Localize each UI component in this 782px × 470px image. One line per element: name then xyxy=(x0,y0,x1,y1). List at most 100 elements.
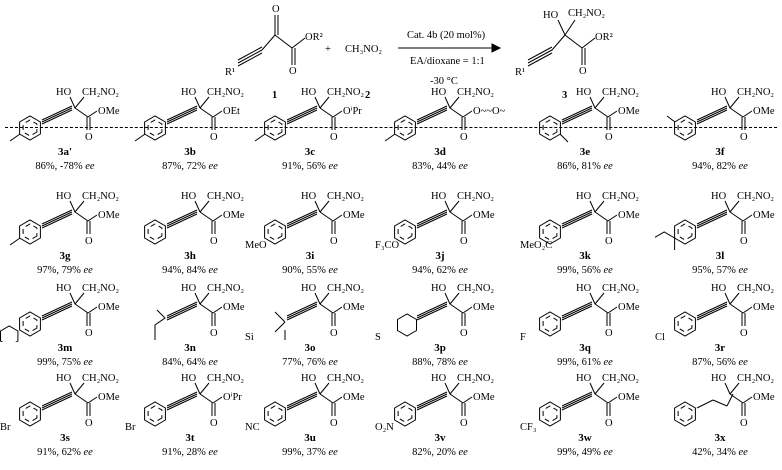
compound-label: 3l xyxy=(715,250,725,262)
carbonyl-o: O xyxy=(330,236,338,247)
yield-value: 99%, 75% xyxy=(37,357,84,368)
ester-label: O~~O~ xyxy=(473,106,505,117)
nitromethyl-label: CH₂NO₂ xyxy=(457,373,494,384)
yield-ee: 91%, 56% ee xyxy=(245,161,375,172)
benzene-ring xyxy=(394,219,416,245)
nitromethane: CH₃NO₂ xyxy=(345,44,382,55)
carbonyl-o: O xyxy=(330,328,338,339)
substituent-label: Cl xyxy=(655,332,665,342)
ester-label: OMe xyxy=(753,302,775,313)
hydroxy-label: HO xyxy=(56,283,72,294)
compound-label: 3a' xyxy=(57,146,73,158)
nitromethyl-label: CH₂NO₂ xyxy=(82,283,119,294)
carbonyl-o: O xyxy=(210,132,218,143)
substituent-label: F xyxy=(520,332,526,342)
nitromethyl-label: CH₂NO₂ xyxy=(207,283,244,294)
benzene-ring xyxy=(539,401,561,427)
yield-ee: 88%, 78% ee xyxy=(375,357,505,368)
nitromethyl-label: CH₂NO₂ xyxy=(602,87,639,98)
hydroxy-label: HO xyxy=(301,87,317,98)
product-r1: R¹ xyxy=(515,67,525,78)
nitromethyl-label: CH₂NO₂ xyxy=(207,87,244,98)
hydroxy-label: HO xyxy=(711,373,727,384)
yield-ee: 97%, 79% ee xyxy=(0,265,130,276)
ester-label: OMe xyxy=(618,392,640,403)
yield-ee: 99%, 56% ee xyxy=(520,265,650,276)
yield-value: 91%, 62% xyxy=(37,447,84,458)
ee-label: ee xyxy=(738,357,748,368)
r1-label: R¹ xyxy=(225,67,235,78)
compound-label: 3u xyxy=(304,432,316,444)
ester-or2: OR² xyxy=(305,32,323,43)
ketone-o: O xyxy=(272,4,280,15)
yield-ee: 86%, -78% ee xyxy=(0,161,130,172)
carbonyl-o: O xyxy=(85,132,93,143)
carbonyl-o: O xyxy=(85,418,93,429)
yield-ee: 94%, 62% ee xyxy=(375,265,505,276)
hydroxy-label: HO xyxy=(431,373,447,384)
carbonyl-o: O xyxy=(85,328,93,339)
yield-value: 99%, 61% xyxy=(557,357,604,368)
yield-ee: 99%, 61% ee xyxy=(520,357,650,368)
ester-label: OMe xyxy=(98,302,120,313)
ee-label: ee xyxy=(83,265,93,276)
ee-label: ee xyxy=(328,161,338,172)
ester-label: OMe xyxy=(473,210,495,221)
compound-label: 3i xyxy=(305,250,315,262)
benzene-ring xyxy=(394,115,416,141)
substituent-label: CF₃ xyxy=(520,422,537,432)
ee-label: ee xyxy=(85,161,95,172)
compound-label: 3b xyxy=(184,146,196,158)
yield-value: 86%, -78% xyxy=(35,161,86,172)
compound-label: 3r xyxy=(714,342,726,354)
yield-value: 82%, 20% xyxy=(412,447,459,458)
compound-label: 3v xyxy=(434,432,446,444)
carbonyl-o: O xyxy=(210,418,218,429)
ee-label: ee xyxy=(458,265,468,276)
hydroxy-label: HO xyxy=(301,283,317,294)
ee-label: ee xyxy=(738,265,748,276)
yield-ee: 90%, 55% ee xyxy=(245,265,375,276)
nitromethyl-label: CH₂NO₂ xyxy=(82,373,119,384)
benzene-ring xyxy=(539,115,561,141)
hydroxy-label: HO xyxy=(301,191,317,202)
ee-label: ee xyxy=(328,265,338,276)
hydroxy-label: HO xyxy=(711,191,727,202)
compound-label: 3t xyxy=(185,432,195,444)
carbonyl-o: O xyxy=(85,236,93,247)
benzene-ring xyxy=(19,311,41,337)
ee-label: ee xyxy=(738,447,748,458)
benzene-ring xyxy=(539,311,561,337)
benzene-ring xyxy=(394,401,416,427)
ester-label: OMe xyxy=(473,392,495,403)
carbonyl-o: O xyxy=(605,236,613,247)
substituent-label: MeO xyxy=(245,240,267,250)
hydroxy-label: HO xyxy=(576,87,592,98)
ester-label: OⁱPr xyxy=(343,105,362,117)
compound-label: 3m xyxy=(57,342,73,354)
nitromethyl-label: CH₂NO₂ xyxy=(602,373,639,384)
compound-label: 3k xyxy=(579,250,591,262)
carbonyl-o: O xyxy=(210,236,218,247)
yield-value: 94%, 82% xyxy=(692,161,739,172)
ester-o: O xyxy=(289,66,297,77)
yield-value: 94%, 84% xyxy=(162,265,209,276)
yield-ee: 82%, 20% ee xyxy=(375,447,505,458)
ee-label: ee xyxy=(738,161,748,172)
